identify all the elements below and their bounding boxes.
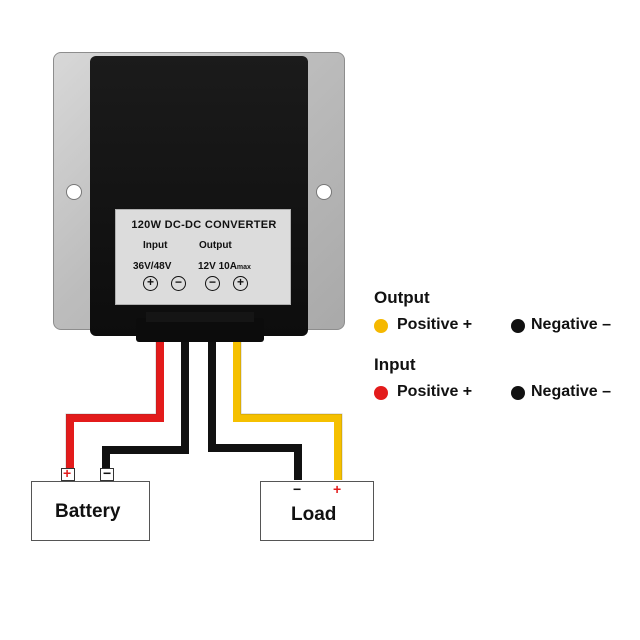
output-positive-terminal: + <box>233 276 248 291</box>
legend-input-negative: Negative – <box>531 383 612 400</box>
battery-negative-post <box>100 468 114 481</box>
mounting-hole-right <box>316 184 332 200</box>
input-positive-wire <box>66 338 164 472</box>
legend-input-title: Input <box>374 355 416 374</box>
input-heading: Input <box>143 240 168 251</box>
battery-plus-sign: + <box>63 465 72 481</box>
battery-label: Battery <box>55 501 121 522</box>
output-negative-dot <box>511 319 525 333</box>
output-rating: 12V 10Amax <box>198 261 251 272</box>
input-negative-terminal: − <box>171 276 186 291</box>
converter-label: 120W DC-DC CONVERTER Input Output 36V/48… <box>115 209 291 305</box>
load-plus-sign: + <box>333 481 342 497</box>
converter-title: 120W DC-DC CONVERTER <box>131 219 277 231</box>
legend-input-positive: Positive + <box>397 383 473 400</box>
output-positive-wire <box>233 338 342 480</box>
output-positive-dot <box>374 319 388 333</box>
output-negative-terminal: − <box>205 276 220 291</box>
input-negative-dot <box>511 386 525 400</box>
legend-output-negative: Negative – <box>531 316 612 333</box>
battery-minus-sign: − <box>103 465 112 481</box>
input-negative-wire <box>102 338 189 472</box>
battery-positive-post <box>61 468 75 481</box>
input-positive-terminal: + <box>143 276 158 291</box>
legend-output-title: Output <box>374 288 430 307</box>
mounting-hole-left <box>66 184 82 200</box>
output-negative-wire <box>208 338 302 480</box>
load-minus-sign: − <box>293 481 302 497</box>
load-label: Load <box>291 504 337 525</box>
input-voltage: 36V/48V <box>133 261 172 272</box>
input-positive-dot <box>374 386 388 400</box>
load-box <box>260 481 374 541</box>
output-heading: Output <box>199 240 232 251</box>
legend-output-positive: Positive + <box>397 316 473 333</box>
battery-box <box>31 481 150 541</box>
